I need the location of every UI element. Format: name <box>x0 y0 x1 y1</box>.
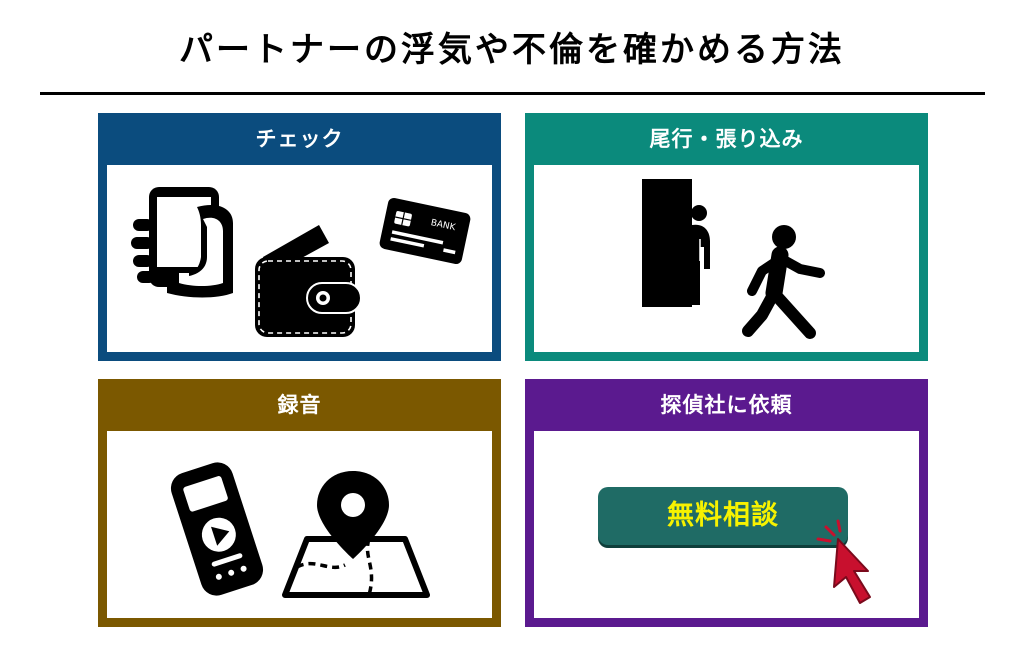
voice-recorder-icon <box>170 462 264 596</box>
panel-tail-title: 尾行・張り込み <box>649 127 804 151</box>
panel-agency-body: 無料相談 <box>534 431 919 618</box>
free-consultation-button[interactable]: 無料相談 <box>598 487 848 545</box>
bank-card-icon: BANK <box>379 197 471 265</box>
wallet-icon <box>255 225 362 337</box>
panel-recording: 録音 <box>98 379 501 627</box>
walking-person-icon <box>742 225 825 339</box>
panel-recording-title: 録音 <box>277 393 322 417</box>
panel-check-body: BANK <box>107 165 492 352</box>
panel-agency-title: 探偵社に依頼 <box>660 393 793 417</box>
panel-check-title: チェック <box>255 127 344 151</box>
panel-agency: 探偵社に依頼 無料相談 <box>525 379 928 627</box>
page-title: パートナーの浮気や不倫を確かめる方法 <box>179 30 845 70</box>
map-pin-icon <box>282 471 430 598</box>
panel-tail-body <box>534 165 919 352</box>
panel-check: チェック <box>98 113 501 361</box>
panel-recording-body <box>107 431 492 618</box>
smartphone-in-hand-icon <box>131 187 233 298</box>
panel-tail: 尾行・張り込み <box>525 113 928 361</box>
title-underline <box>40 92 985 95</box>
person-hiding-behind-wall-icon <box>642 179 710 307</box>
